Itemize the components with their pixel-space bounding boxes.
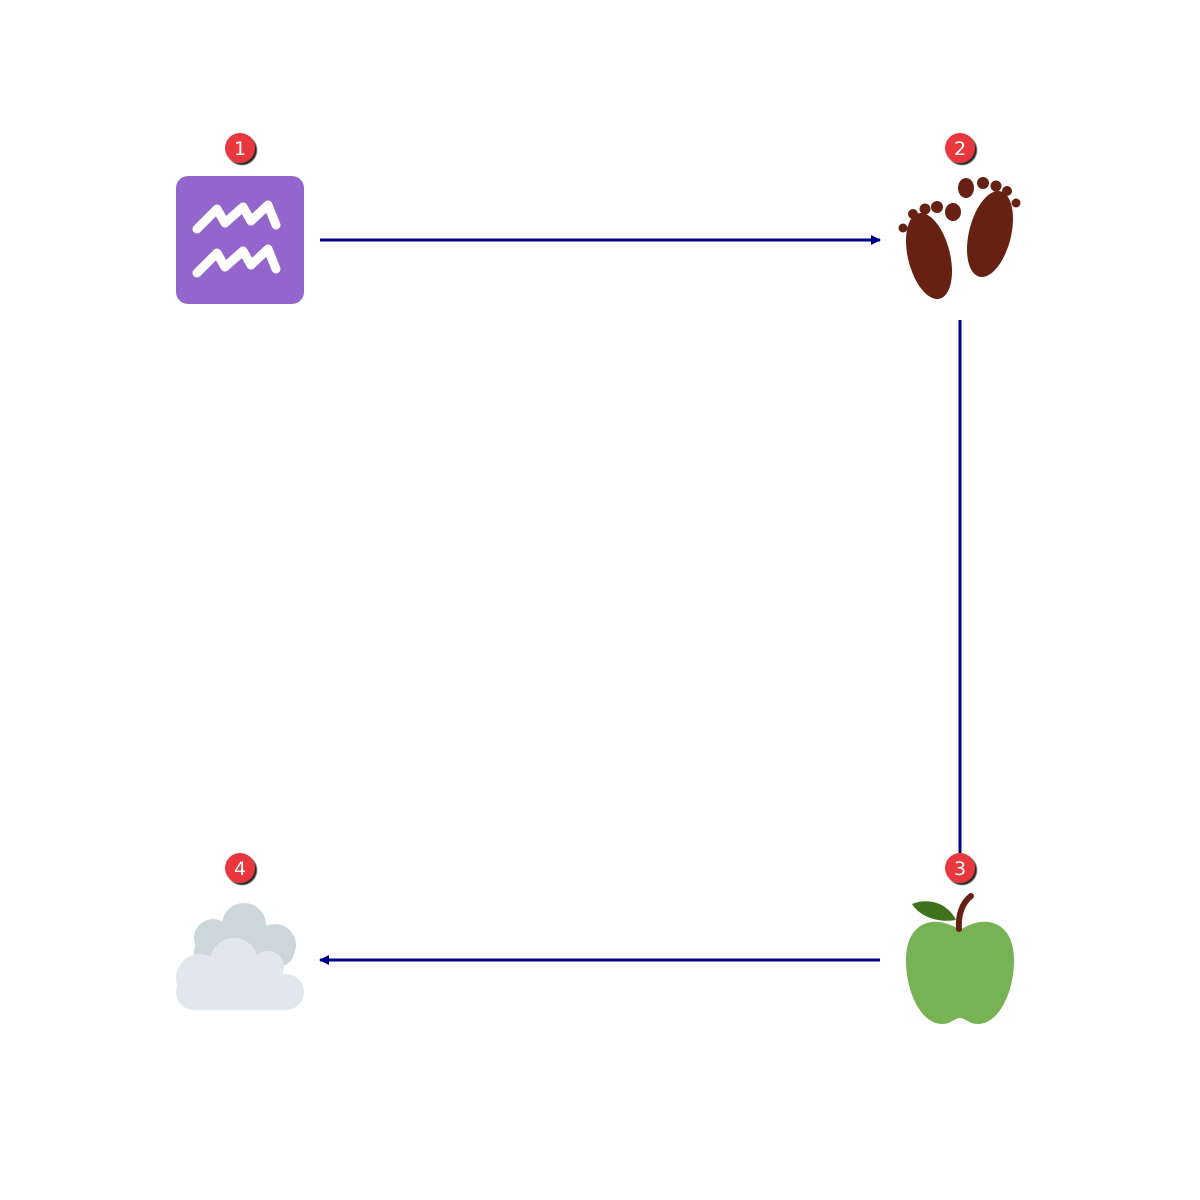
footprints-icon xyxy=(898,177,1021,299)
cloud-icon xyxy=(176,903,304,1010)
node-badge xyxy=(945,853,975,883)
green-apple-icon xyxy=(906,893,1014,1024)
node-badge xyxy=(945,133,975,163)
aquarius-sign-icon xyxy=(176,176,304,304)
badge-number: 3 xyxy=(954,858,966,880)
badge-number: 1 xyxy=(234,138,246,160)
node-badge xyxy=(225,853,255,883)
badge-number: 4 xyxy=(234,858,246,880)
node-cloud[interactable]: 4 xyxy=(176,853,304,1010)
badge-number: 2 xyxy=(954,138,966,160)
node-aquarius[interactable]: 1 xyxy=(176,133,304,304)
node-footprints[interactable]: 2 xyxy=(898,133,1021,304)
node-badge xyxy=(225,133,255,163)
node-green-apple[interactable]: 3 xyxy=(906,853,1014,1024)
